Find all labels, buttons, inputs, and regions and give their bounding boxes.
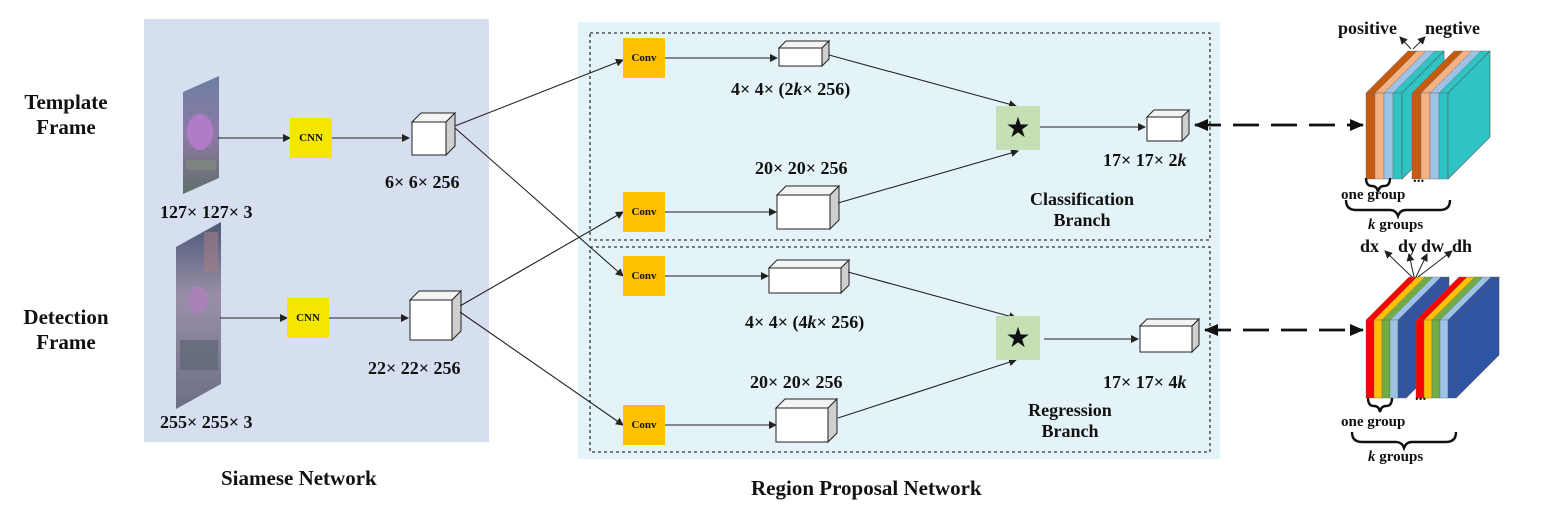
brace-k-groups-reg	[1350, 431, 1458, 452]
arrow-template-feat-to-cls-conv	[454, 58, 624, 127]
classification-branch-box	[589, 32, 1211, 241]
tensor-channel-front	[1389, 319, 1399, 399]
dw-label: dw	[1421, 236, 1445, 256]
xcorr-operator-cls: ★	[996, 106, 1040, 150]
tensor-channel-front	[1438, 92, 1449, 180]
conv-block-reg-template: Conv	[623, 256, 665, 296]
tensor-channel-front	[1429, 92, 1440, 180]
template-feature-label: 6× 6× 256	[385, 172, 460, 192]
detection-frame-label: Detection Frame	[23, 305, 109, 354]
negative-label: negtive	[1425, 18, 1480, 38]
tensor-channel-front	[1381, 319, 1391, 399]
detection-feature-cube	[408, 289, 463, 342]
reg-output-label: 17× 17× 4k	[1103, 372, 1187, 392]
positive-label: positive	[1338, 18, 1398, 38]
arrow-reg-search-to-xcorr	[837, 358, 1017, 419]
reg-output-cube	[1138, 317, 1201, 354]
tensor-channel-front	[1365, 319, 1375, 399]
brace-k-groups-cls	[1344, 199, 1452, 220]
siamese-network-caption: Siamese Network	[221, 466, 377, 490]
cls-search-cube	[775, 184, 841, 231]
arrow-to-dh	[1417, 250, 1453, 278]
regression-branch-box	[589, 246, 1211, 453]
tensor-channel-front	[1392, 92, 1403, 180]
regression-branch-label: Regression Branch	[1028, 400, 1112, 441]
conv-block-cls-template: Conv	[623, 38, 665, 78]
template-frame-image	[183, 76, 219, 194]
tensor-side-face	[1447, 50, 1491, 180]
xcorr-operator-reg: ★	[996, 316, 1040, 360]
cls-output-cube	[1145, 108, 1191, 143]
tensor-channel-front	[1373, 319, 1383, 399]
tensor-channel-front	[1447, 319, 1457, 399]
arrow-to-negative	[1412, 36, 1426, 50]
classification-branch-label: Classification Branch	[1029, 189, 1134, 230]
arrow-to-dw	[1415, 253, 1428, 278]
reg-search-label: 20× 20× 256	[750, 372, 843, 392]
tensor-channel-front	[1365, 92, 1376, 180]
rpn-caption: Region Proposal Network	[751, 476, 982, 500]
detection-size-label: 255× 255× 3	[160, 412, 253, 432]
k-groups-label-reg: k groups	[1368, 449, 1424, 465]
cls-kernel-cube	[777, 39, 831, 68]
cnn-block-detection: CNN	[287, 298, 329, 338]
detection-frame-image	[176, 222, 221, 409]
reg-search-cube	[774, 397, 839, 444]
regression-output-tensor	[1365, 276, 1500, 399]
conv-block-cls-detection: Conv	[623, 192, 665, 232]
cls-search-label: 20× 20× 256	[755, 158, 848, 178]
tensor-channel-front	[1411, 92, 1422, 180]
brace-one-group-reg	[1366, 397, 1394, 413]
arrow-detection-feat-to-reg-conv	[459, 311, 624, 426]
dh-label: dh	[1452, 236, 1473, 256]
cnn-block-template: CNN	[290, 118, 332, 158]
brace-one-group-cls	[1364, 177, 1392, 193]
arrow-detection-feat-to-cls-conv	[459, 211, 624, 307]
one-group-label-reg: one group	[1341, 414, 1406, 430]
arrow-template-feat-to-reg-conv	[454, 127, 624, 277]
arrow-reg-kernel-to-xcorr	[847, 271, 1017, 321]
tensor-channel-front	[1420, 92, 1431, 180]
tensor-channel-front	[1383, 92, 1394, 180]
reg-kernel-label: 4× 4× (4k× 256)	[745, 312, 865, 332]
arrow-to-positive	[1399, 36, 1412, 50]
arrow-to-dx	[1384, 250, 1413, 278]
arrow-cls-search-to-xcorr	[837, 149, 1019, 204]
tensor-channel-front	[1415, 319, 1425, 399]
arrow-cls-kernel-to-xcorr	[828, 54, 1017, 109]
reg-kernel-cube	[767, 258, 851, 295]
tensor-channel-front	[1439, 319, 1449, 399]
tensor-channel-front	[1431, 319, 1441, 399]
dx-label: dx	[1360, 236, 1380, 256]
tensor-channel-front	[1374, 92, 1385, 180]
classification-output-tensor	[1365, 50, 1491, 180]
tensor-side-face	[1455, 276, 1500, 399]
arrow-to-dy	[1406, 253, 1415, 278]
template-frame-label: Template Frame	[24, 90, 108, 139]
conv-block-reg-detection: Conv	[623, 405, 665, 445]
detection-feature-label: 22× 22× 256	[368, 358, 461, 378]
cls-kernel-label: 4× 4× (2k× 256)	[731, 79, 851, 99]
tensor-channel-front	[1423, 319, 1433, 399]
template-size-label: 127× 127× 3	[160, 202, 253, 222]
tensor-channel-front	[1397, 319, 1407, 399]
one-group-label-cls: one group	[1341, 187, 1406, 203]
template-feature-cube	[410, 111, 457, 157]
reg-ellipsis: ...	[1415, 388, 1427, 404]
cls-output-label: 17× 17× 2k	[1103, 150, 1187, 170]
dy-label: dy	[1398, 236, 1418, 256]
k-groups-label-cls: k groups	[1368, 217, 1424, 233]
cls-ellipsis: ...	[1413, 170, 1425, 186]
